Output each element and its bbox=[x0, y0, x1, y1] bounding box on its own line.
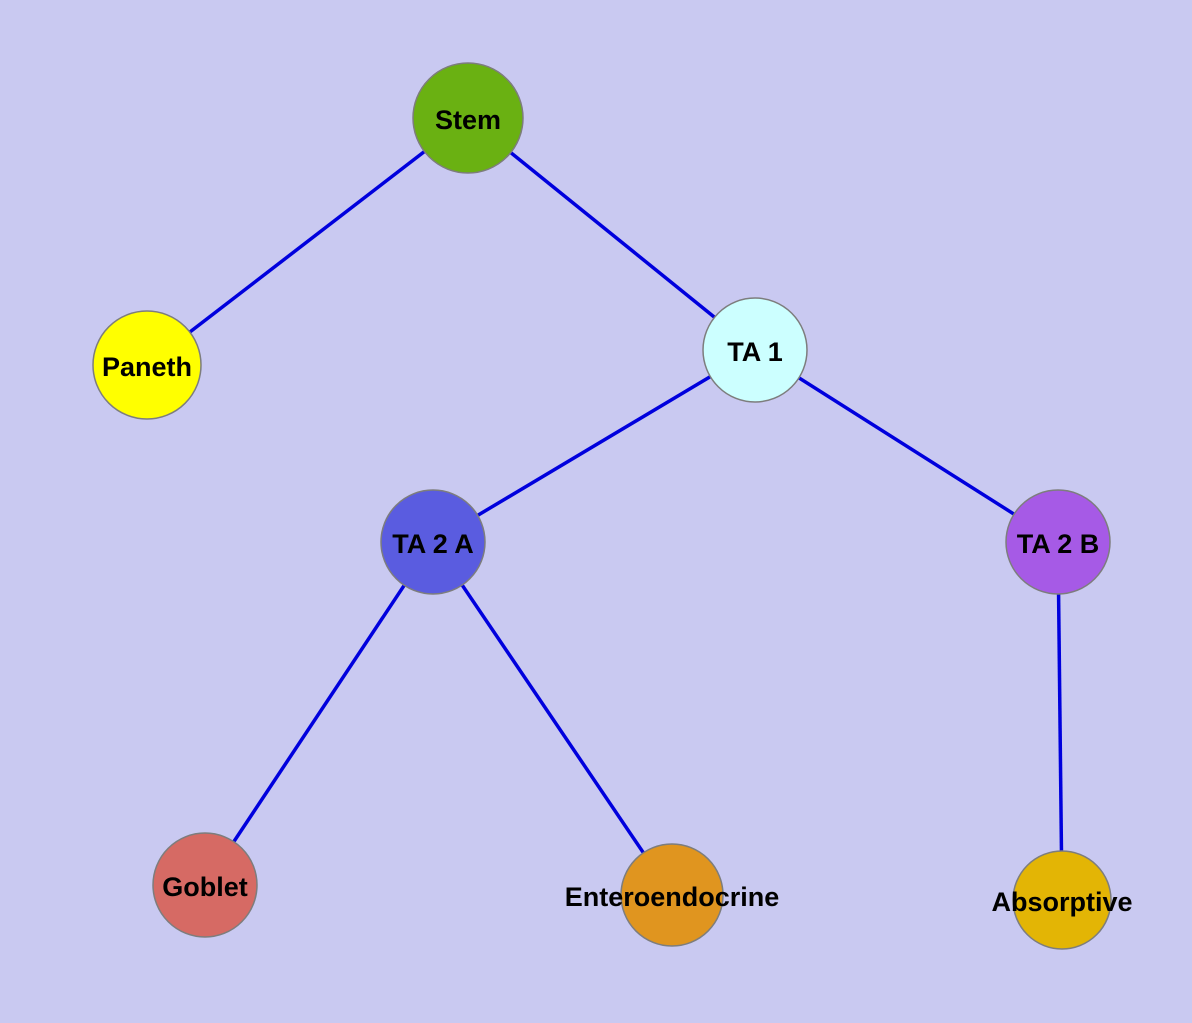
node-goblet[interactable]: Goblet bbox=[152, 832, 258, 938]
node-circle-absorptive[interactable] bbox=[1012, 850, 1112, 950]
node-circle-ta1[interactable] bbox=[702, 297, 808, 403]
node-circle-paneth[interactable] bbox=[92, 310, 202, 420]
node-circle-goblet[interactable] bbox=[152, 832, 258, 938]
node-paneth[interactable]: Paneth bbox=[92, 310, 202, 420]
node-circle-ta2a[interactable] bbox=[380, 489, 486, 595]
node-circle-enteroendocrine[interactable] bbox=[620, 843, 724, 947]
node-ta2a[interactable]: TA 2 A bbox=[380, 489, 486, 595]
edge-ta1-to-ta2b bbox=[754, 348, 1059, 544]
node-enteroendocrine[interactable]: Enteroendocrine bbox=[565, 843, 780, 947]
edge-ta1-to-ta2a bbox=[432, 348, 756, 544]
node-circle-stem[interactable] bbox=[412, 62, 524, 174]
node-absorptive[interactable]: Absorptive bbox=[991, 850, 1133, 950]
node-ta1[interactable]: TA 1 bbox=[702, 297, 808, 403]
edge-stem-to-ta1 bbox=[466, 116, 757, 352]
node-circle-ta2b[interactable] bbox=[1005, 489, 1111, 595]
edge-ta2a-to-enteroendocrine bbox=[431, 541, 674, 896]
edge-stem-to-paneth bbox=[145, 116, 470, 367]
edge-ta2a-to-goblet bbox=[203, 541, 435, 886]
node-ta2b[interactable]: TA 2 B bbox=[1005, 489, 1111, 595]
edge-ta2b-to-absorptive bbox=[1056, 541, 1064, 901]
node-stem[interactable]: Stem bbox=[412, 62, 524, 174]
